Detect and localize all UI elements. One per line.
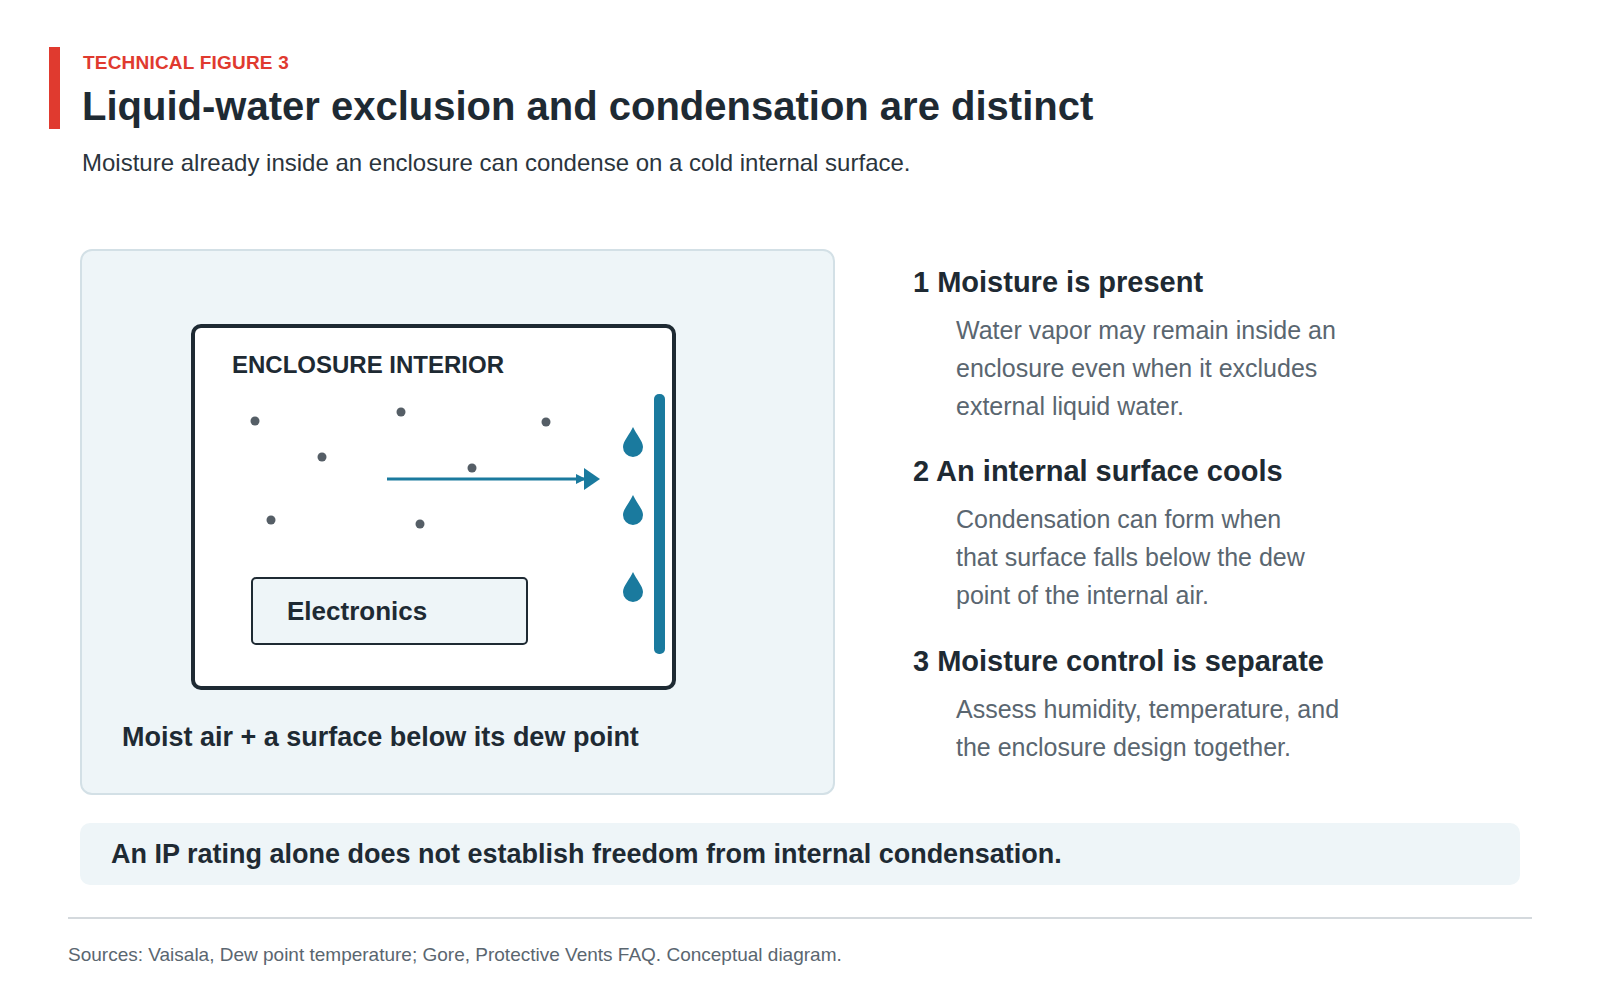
step-heading: 1 Moisture is present — [913, 265, 1203, 299]
step-body: Water vapor may remain inside an enclosu… — [956, 311, 1336, 425]
figure-subtitle: Moisture already inside an enclosure can… — [82, 148, 911, 178]
step-heading: 3 Moisture control is separate — [913, 644, 1324, 678]
vapor-dot — [397, 408, 406, 417]
step-body: Assess humidity, temperature, and the en… — [956, 690, 1366, 766]
vapor-dot — [416, 520, 425, 529]
vapor-dot — [251, 417, 260, 426]
vapor-dot — [542, 418, 551, 427]
electronics-box: Electronics — [251, 577, 528, 645]
condensate-drops — [623, 427, 643, 602]
panel-caption: Moist air + a surface below its dew poin… — [122, 721, 639, 753]
enclosure-label: ENCLOSURE INTERIOR — [232, 350, 504, 380]
accent-bar — [49, 47, 60, 129]
electronics-label: Electronics — [253, 596, 427, 626]
vapor-dot — [318, 453, 327, 462]
figure-kicker: TECHNICAL FIGURE 3 — [83, 51, 289, 75]
illustration-panel: Moist air + a surface below its dew poin… — [80, 249, 835, 795]
vapor-dot — [267, 516, 276, 525]
flow-arrow — [387, 478, 584, 481]
water-droplet — [623, 427, 643, 457]
step-body: Condensation can form when that surface … — [956, 500, 1308, 614]
figure-title: Liquid-water exclusion and condensation … — [82, 83, 1093, 129]
step-heading: 2 An internal surface cools — [913, 454, 1283, 488]
separator-line — [68, 917, 1532, 919]
vapor-dot — [468, 464, 477, 473]
flow-arrow-tip — [584, 479, 597, 480]
source-note: Sources: Vaisala, Dew point temperature;… — [68, 943, 842, 967]
flow-arrow-head — [584, 468, 600, 490]
conclusion-text: An IP rating alone does not establish fr… — [80, 838, 1062, 870]
cold-surface — [654, 394, 665, 654]
vapor-dots — [251, 408, 551, 529]
water-droplet — [623, 495, 643, 525]
enclosure-box: ENCLOSURE INTERIOR Electronics — [191, 324, 676, 690]
conclusion-band: An IP rating alone does not establish fr… — [80, 823, 1520, 885]
water-droplet — [623, 572, 643, 602]
